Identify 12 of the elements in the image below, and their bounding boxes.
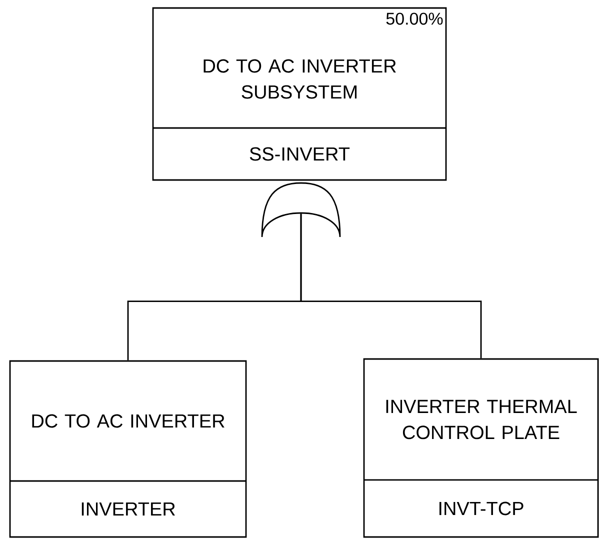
event-box [363, 358, 599, 538]
node-title: DC TO AC INVERTER SUBSYSTEM [204, 59, 396, 99]
connector-line [300, 214, 482, 358]
node-id: INVERTER [82, 502, 175, 516]
or-gate-symbol [261, 182, 341, 238]
node-id: INVT-TCP [439, 502, 524, 516]
node-title: DC TO AC INVERTER [32, 414, 224, 428]
percentage-label: 50.00% [386, 12, 443, 25]
node-title: INVERTER THERMAL CONTROL PLATE [386, 400, 577, 440]
node-id: SS-INVERT [250, 147, 350, 161]
event-box [9, 360, 247, 538]
event-box [152, 7, 447, 181]
